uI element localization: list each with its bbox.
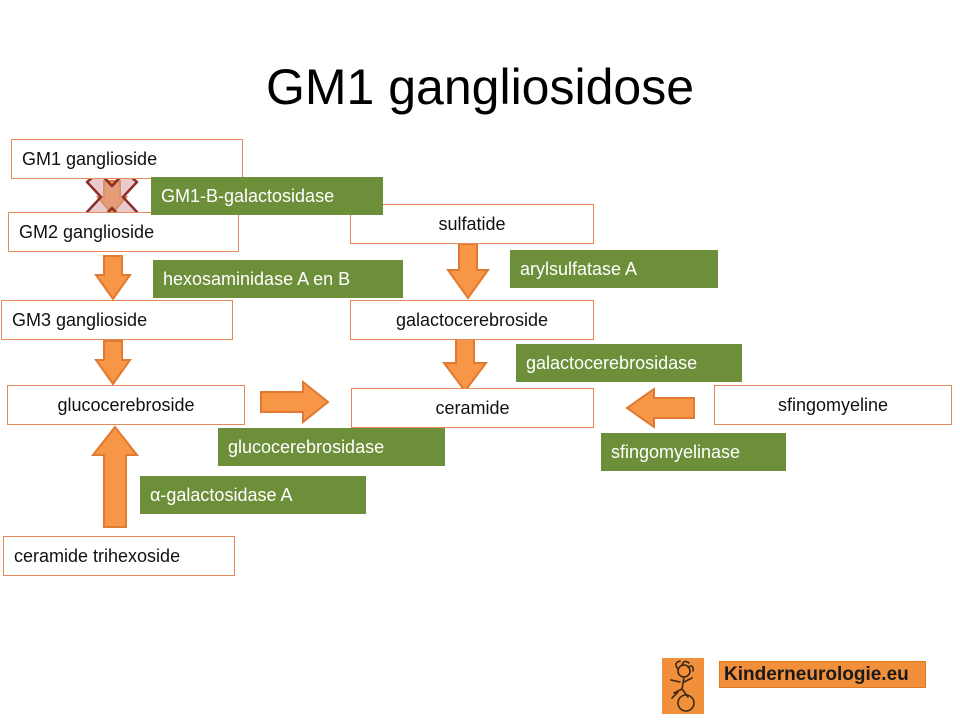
enzyme-arylsulfatase: arylsulfatase A (510, 250, 718, 288)
enzyme-galactocerebrosidase: galactocerebrosidase (516, 344, 742, 382)
arrow-trihexoside-to-glucocerebroside (90, 425, 140, 528)
enzyme-alpha-galactosidase: α-galactosidase A (140, 476, 366, 514)
arrow-gm3-to-glucocerebroside (94, 340, 132, 386)
arrow-sfingomyeline-to-ceramide (625, 387, 695, 429)
node-sfingomyeline: sfingomyeline (714, 385, 952, 425)
arrow-glucocerebroside-to-ceramide (260, 379, 330, 425)
node-ceramide-trihexoside: ceramide trihexoside (3, 536, 235, 576)
brand-label: Kinderneurologie.eu (719, 661, 926, 688)
node-galactocerebroside: galactocerebroside (350, 300, 594, 340)
node-gm1-ganglioside: GM1 ganglioside (11, 139, 243, 179)
node-glucocerebroside: glucocerebroside (7, 385, 245, 425)
enzyme-glucocerebrosidase: glucocerebrosidase (218, 428, 445, 466)
enzyme-sfingomyelinase: sfingomyelinase (601, 433, 786, 471)
arrow-sulfatide-to-galactocerebroside (446, 243, 490, 300)
kinderneurologie-logo-icon (662, 658, 704, 714)
enzyme-gm1-b-galactosidase: GM1-B-galactosidase (151, 177, 383, 215)
arrow-gm2-to-gm3 (94, 255, 132, 301)
node-gm3-ganglioside: GM3 ganglioside (1, 300, 233, 340)
node-ceramide: ceramide (351, 388, 594, 428)
arrow-galactocerebroside-to-ceramide (442, 338, 488, 393)
enzyme-hexosaminidase: hexosaminidase A en B (153, 260, 403, 298)
page-title: GM1 gangliosidose (265, 59, 695, 115)
node-gm2-ganglioside: GM2 ganglioside (8, 212, 239, 252)
node-sulfatide: sulfatide (350, 204, 594, 244)
